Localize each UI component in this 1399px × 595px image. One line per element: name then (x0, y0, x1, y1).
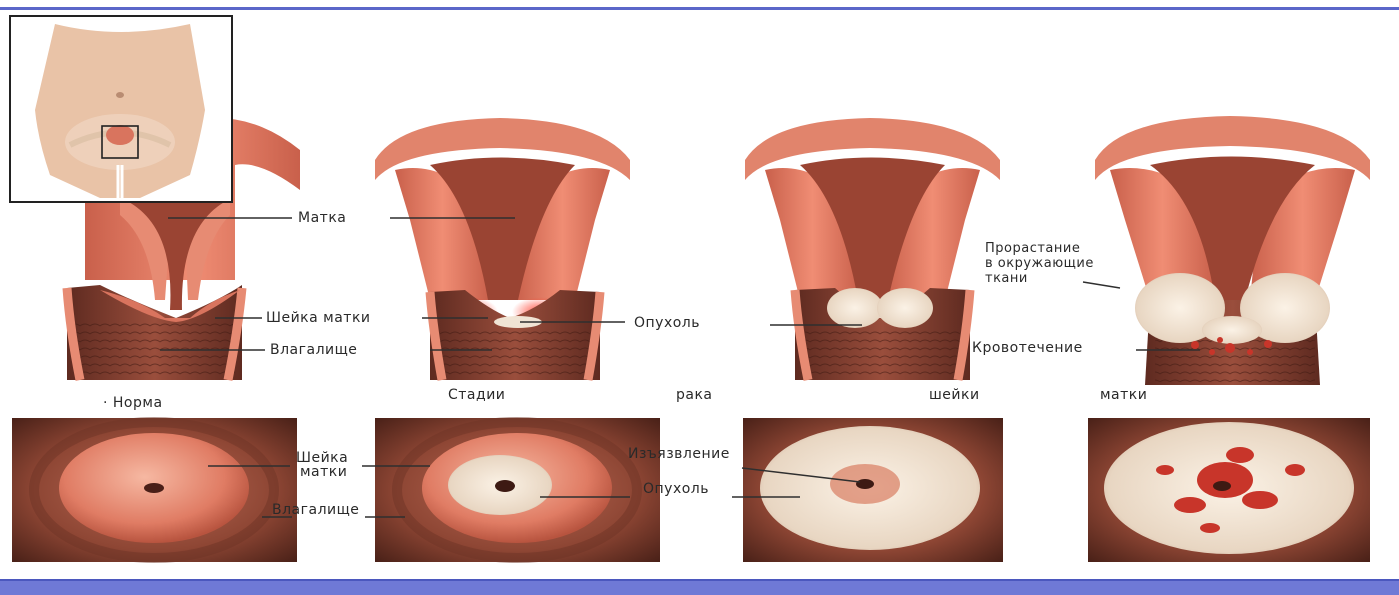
label-invasion-2: в окружающие (985, 256, 1094, 271)
caption-word-1: Стадии (448, 388, 505, 403)
label-uterus: Матка (298, 211, 346, 226)
uterus-stage-2 (745, 118, 1000, 380)
label-cervix: Шейка матки (266, 311, 371, 326)
label-ulceration: Изъязвление (628, 447, 730, 462)
uterus-stage-1 (375, 118, 630, 380)
cervix-view-normal (12, 418, 297, 562)
caption-word-4: матки (1100, 388, 1147, 403)
norm-text: Норма (113, 395, 163, 411)
label-view-tumor: Опухоль (643, 482, 709, 497)
label-vagina: Влагалище (270, 343, 357, 358)
cervix-view-stage-1 (375, 418, 660, 562)
label-view-cervix-2: матки (300, 465, 347, 480)
label-norm: · Норма (103, 396, 163, 411)
label-invasion-1: Прорастание (985, 241, 1080, 256)
label-tumor: Опухоль (634, 316, 700, 331)
cervix-view-stage-3 (1088, 418, 1370, 562)
inset-body-locator (10, 16, 232, 202)
label-view-vagina: Влагалище (272, 503, 359, 518)
label-invasion-3: ткани (985, 271, 1028, 286)
uterus-stage-3 (1095, 116, 1370, 385)
caption-word-3: шейки (929, 388, 980, 403)
caption-word-2: рака (676, 388, 713, 403)
cervix-view-stage-2 (743, 418, 1003, 562)
label-bleeding: Кровотечение (972, 341, 1083, 356)
